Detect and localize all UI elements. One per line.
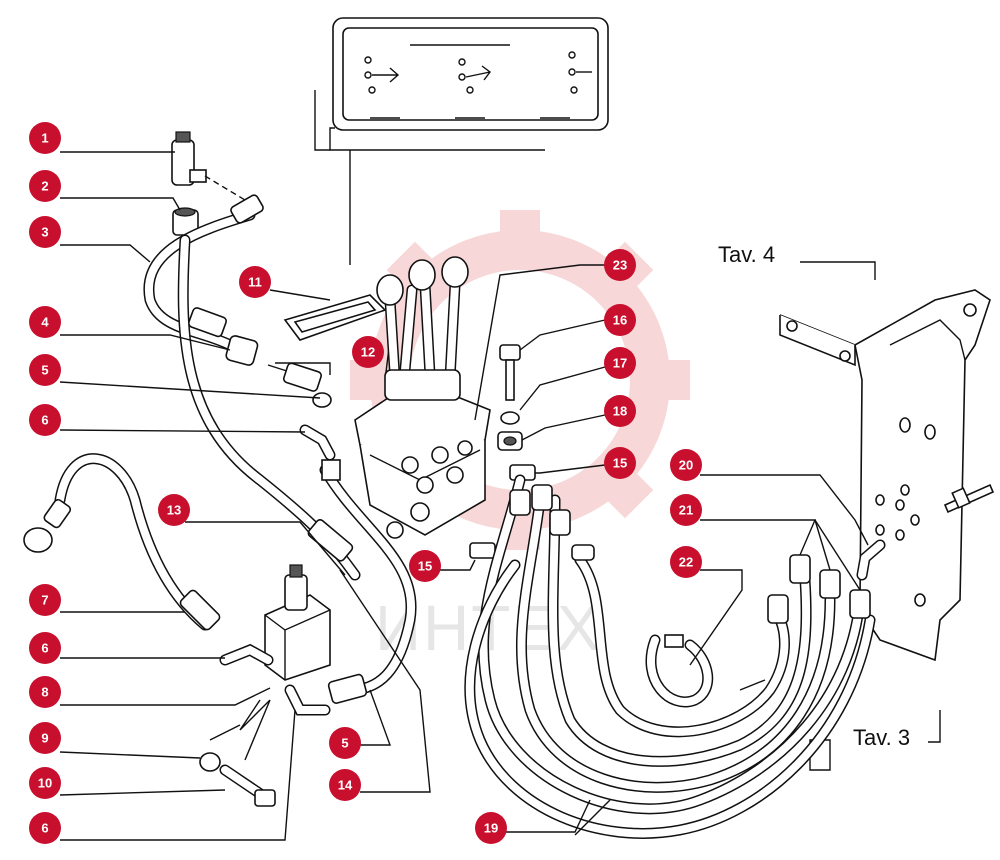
svg-text:16: 16 [613, 313, 627, 328]
callout-5: 5 [329, 727, 361, 759]
callout-13: 13 [158, 494, 190, 526]
nut [225, 335, 259, 366]
callout-4: 4 [29, 306, 61, 338]
callout-5: 5 [29, 354, 61, 386]
svg-text:10: 10 [38, 776, 52, 791]
svg-text:14: 14 [338, 778, 353, 793]
callout-2: 2 [29, 170, 61, 202]
selector-plate [314, 17, 609, 265]
callout-9: 9 [29, 722, 61, 754]
callout-6: 6 [29, 632, 61, 664]
leader-lines [59, 151, 869, 841]
svg-text:17: 17 [613, 356, 627, 371]
svg-text:9: 9 [41, 731, 48, 746]
svg-text:21: 21 [679, 503, 693, 518]
hex-nut [497, 431, 523, 451]
callout-15: 15 [604, 447, 636, 479]
callout-21: 21 [670, 494, 702, 526]
callout-6: 6 [29, 812, 61, 844]
hose-upper [143, 194, 264, 351]
elbow-fitting-20 [856, 539, 886, 581]
screw [499, 344, 521, 401]
callout-1: 1 [29, 122, 61, 154]
callout-17: 17 [604, 347, 636, 379]
hose-clamp [645, 634, 714, 708]
valve-block [219, 564, 331, 716]
svg-text:11: 11 [248, 275, 262, 290]
svg-text:18: 18 [613, 404, 627, 419]
adapter-fitting [267, 362, 332, 408]
mounting-bracket [779, 289, 991, 771]
svg-text:1: 1 [41, 131, 48, 146]
svg-text:19: 19 [484, 821, 498, 836]
reference-tav3: Tav. 3 [853, 725, 910, 750]
elbow-fitting-top [299, 424, 341, 481]
reference-tav4: Tav. 4 [718, 242, 775, 267]
svg-text:20: 20 [679, 458, 693, 473]
svg-text:8: 8 [41, 685, 48, 700]
hose-bundle [464, 474, 876, 839]
svg-text:6: 6 [41, 641, 48, 656]
svg-text:15: 15 [613, 456, 627, 471]
callout-23: 23 [604, 249, 636, 281]
callout-7: 7 [29, 584, 61, 616]
callout-11: 11 [239, 266, 271, 298]
svg-text:13: 13 [167, 503, 181, 518]
gasket [283, 294, 387, 341]
svg-text:22: 22 [679, 555, 693, 570]
washer [199, 752, 221, 772]
callout-bubbles: 1 2 3 4 5 6 7 6 8 9 10 6 11 12 13 5 14 1… [29, 122, 702, 844]
svg-text:3: 3 [41, 225, 48, 240]
svg-text:5: 5 [41, 363, 48, 378]
callout-19: 19 [475, 812, 507, 844]
hose-diagonal [319, 464, 417, 704]
hose-long [177, 234, 361, 581]
hose-left [23, 453, 221, 631]
svg-text:6: 6 [41, 821, 48, 836]
callout-14: 14 [329, 769, 361, 801]
svg-text:7: 7 [41, 593, 48, 608]
callout-15: 15 [409, 550, 441, 582]
svg-text:12: 12 [361, 345, 375, 360]
callout-12: 12 [352, 336, 384, 368]
svg-text:6: 6 [41, 413, 48, 428]
callout-6: 6 [29, 404, 61, 436]
adapter-15-left [469, 542, 496, 559]
lock-washer [500, 411, 520, 425]
callout-18: 18 [604, 395, 636, 427]
bolt [219, 764, 276, 807]
callout-8: 8 [29, 676, 61, 708]
callout-22: 22 [670, 546, 702, 578]
callout-16: 16 [604, 304, 636, 336]
svg-text:15: 15 [418, 559, 432, 574]
callout-10: 10 [29, 767, 61, 799]
svg-text:23: 23 [613, 258, 627, 273]
svg-text:4: 4 [41, 315, 49, 330]
svg-text:2: 2 [41, 179, 48, 194]
side-bolt [943, 483, 995, 514]
svg-text:5: 5 [341, 736, 348, 751]
callout-3: 3 [29, 216, 61, 248]
control-valve [354, 256, 491, 539]
tee-fitting [171, 131, 246, 201]
callout-20: 20 [670, 449, 702, 481]
